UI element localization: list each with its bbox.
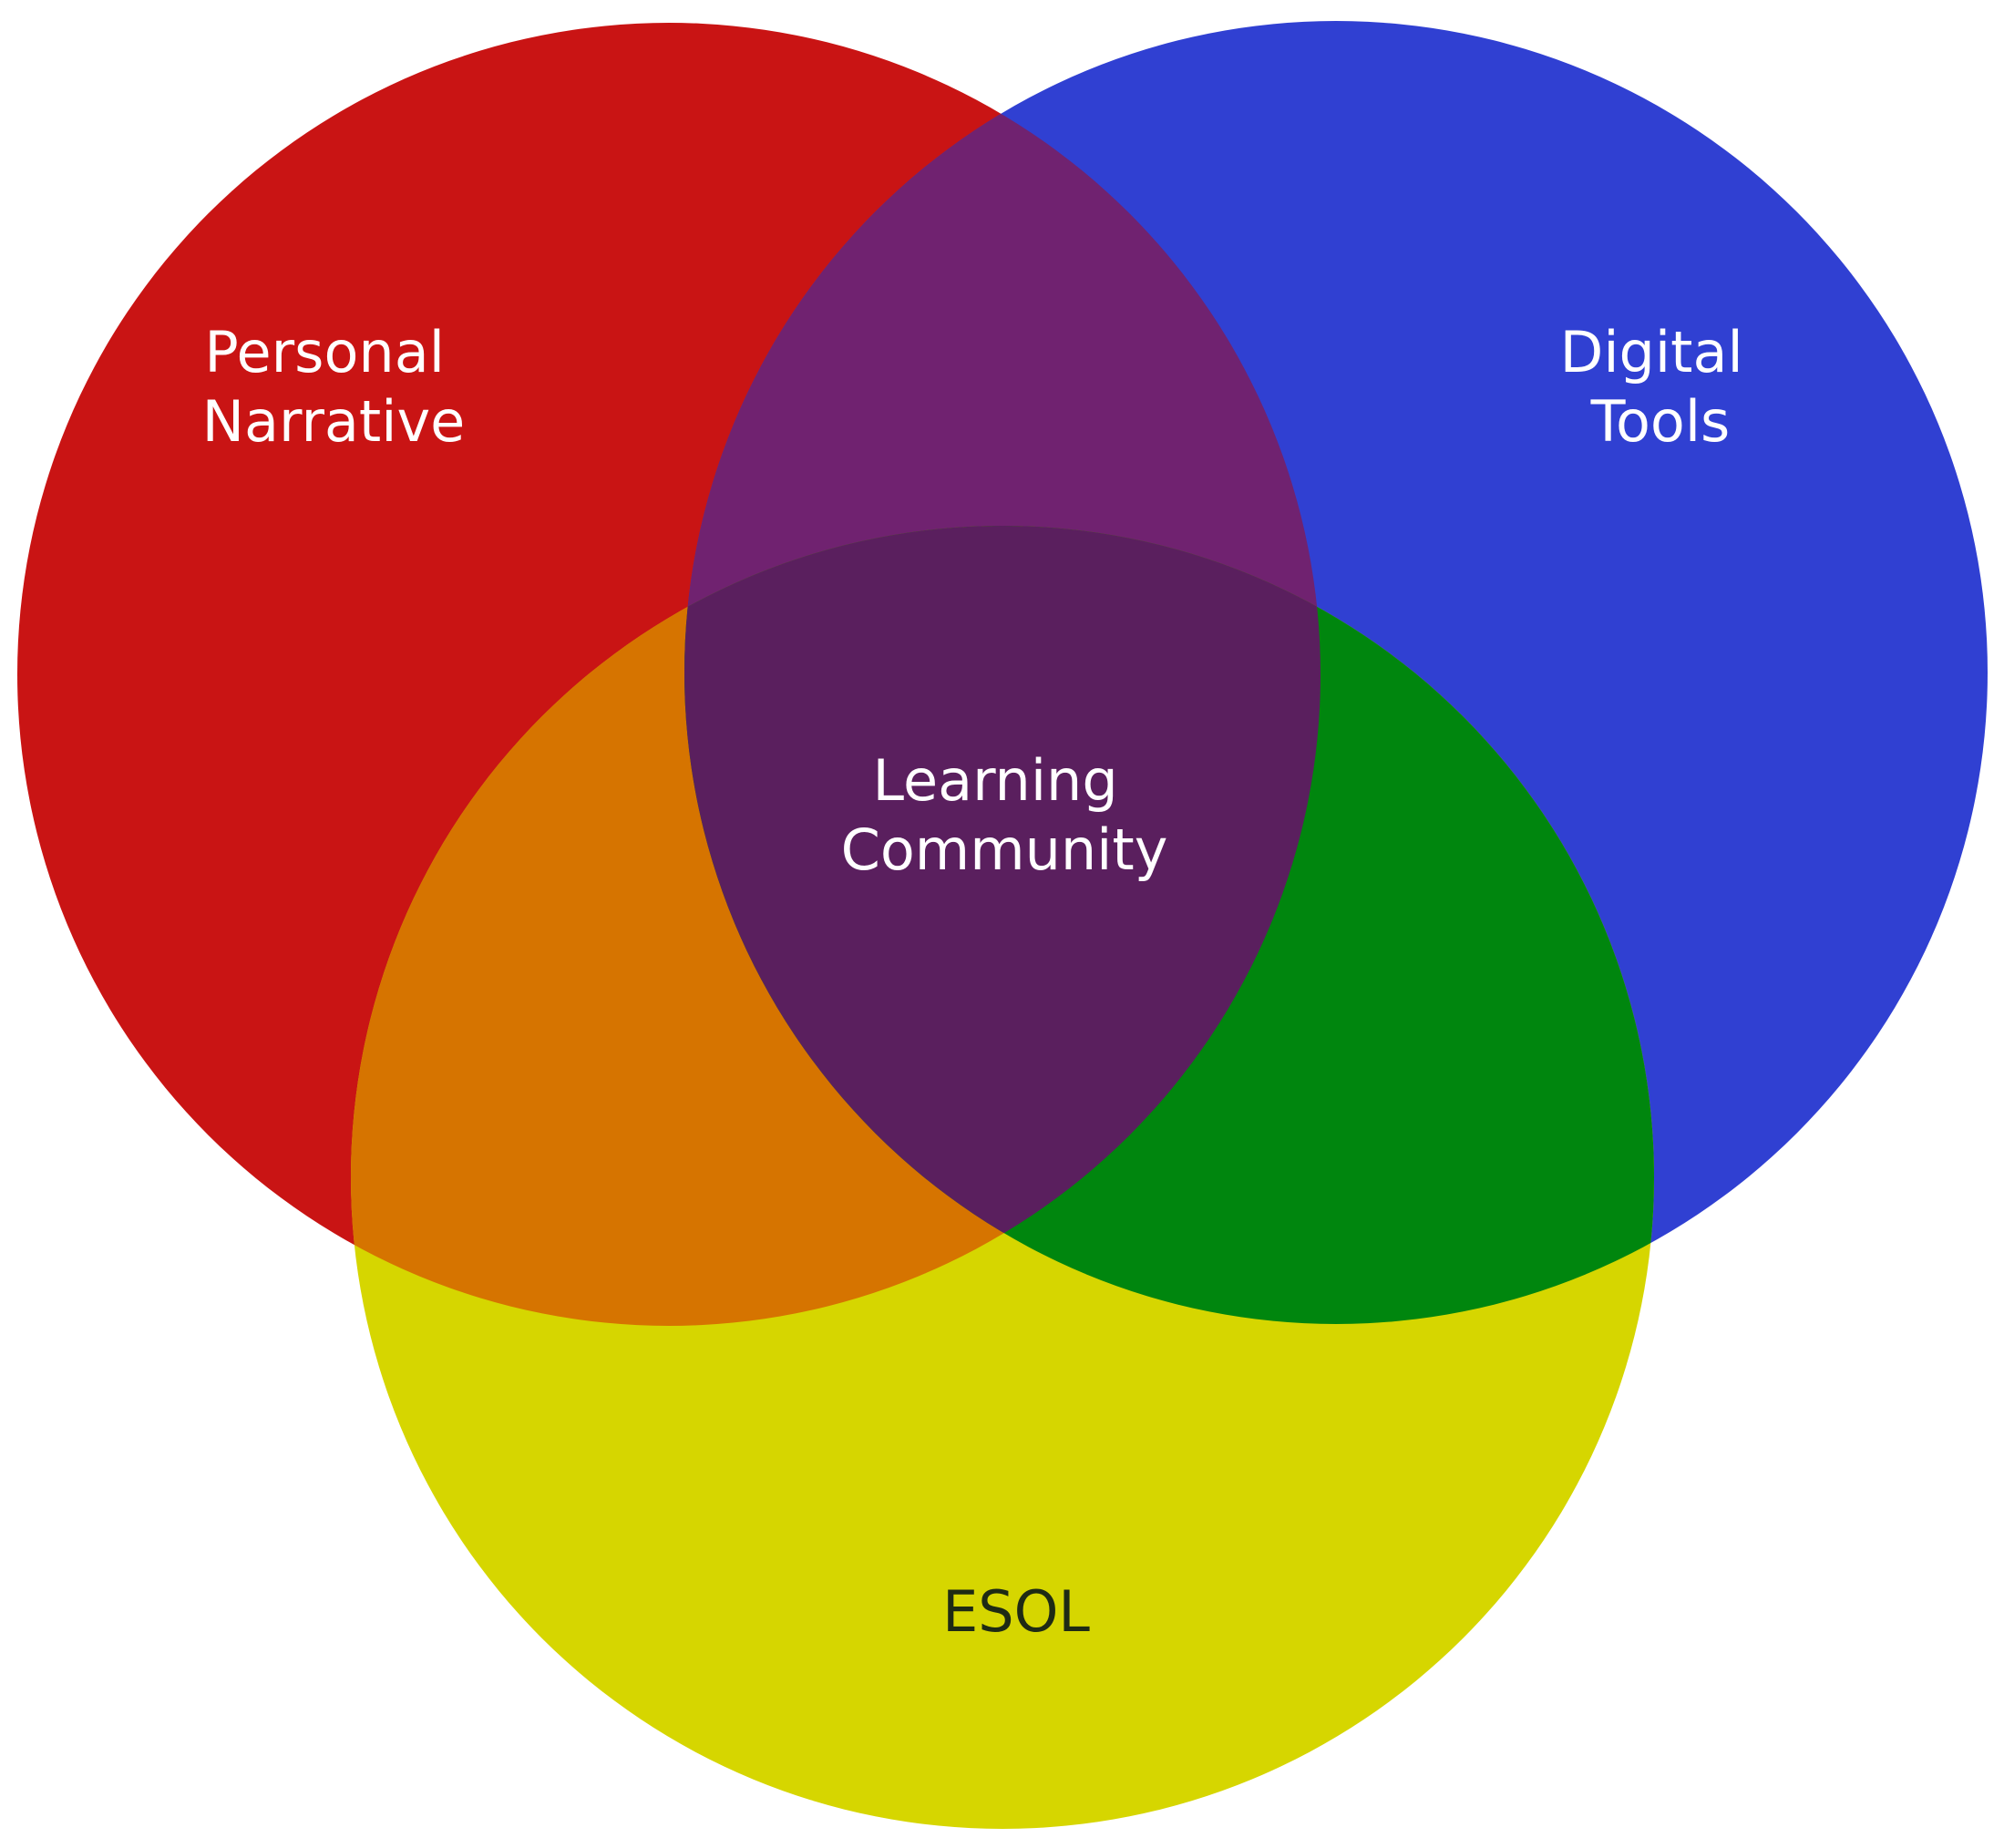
overlap-all <box>684 526 1321 1324</box>
label-personal-narrative: Personal Narrative <box>202 319 466 455</box>
label-digital-tools: Digital Tools <box>1560 319 1762 455</box>
label-esol: ESOL <box>942 1578 1090 1645</box>
label-learning-community: Learning Community <box>841 747 1168 883</box>
